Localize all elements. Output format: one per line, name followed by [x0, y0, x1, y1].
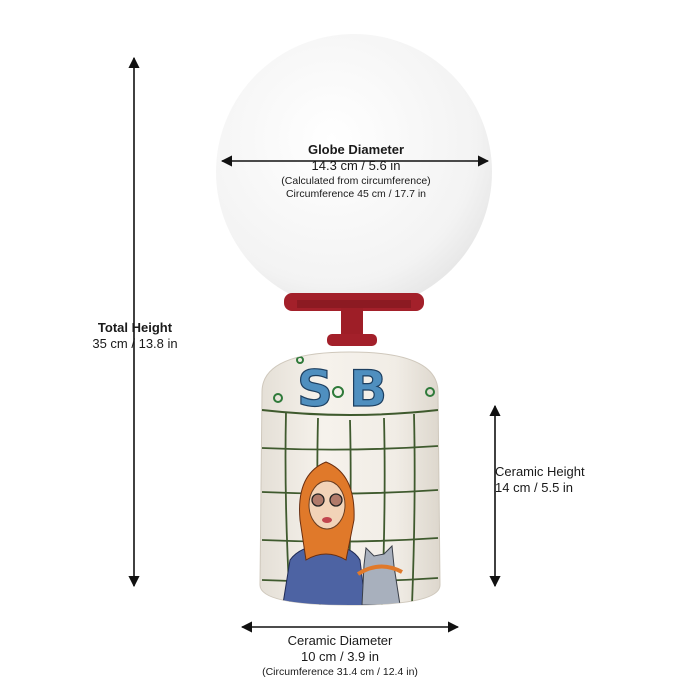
- globe-circumference-note: Circumference 45 cm / 17.7 in: [285, 187, 427, 200]
- globe-diameter-value: 14.3 cm / 5.6 in: [311, 158, 401, 174]
- ceramic-height-title: Ceramic Height: [495, 464, 585, 479]
- face: [308, 480, 346, 530]
- globe-diameter-label: Globe Diameter 14.3 cm / 5.6 in (Calcula…: [240, 142, 472, 201]
- total-height-value: 35 cm / 13.8 in: [92, 336, 178, 352]
- ceramic-diameter-label: Ceramic Diameter 10 cm / 3.9 in (Circumf…: [230, 633, 450, 679]
- globe-diameter-title: Globe Diameter: [307, 142, 405, 157]
- ceramic-diameter-value: 10 cm / 3.9 in: [300, 649, 380, 665]
- dimension-arrows: [128, 56, 501, 633]
- ceramic-circumference-note: (Circumference 31.4 cm / 12.4 in): [262, 665, 418, 678]
- ceramic-base: SB: [259, 351, 441, 606]
- red-fitting: [284, 293, 424, 346]
- ceramic-height-value: 14 cm / 5.5 in: [495, 480, 574, 496]
- ceramic-height-label: Ceramic Height 14 cm / 5.5 in: [495, 464, 605, 497]
- cat: [361, 544, 401, 605]
- total-height-label: Total Height 35 cm / 13.8 in: [70, 320, 200, 353]
- total-height-title: Total Height: [97, 320, 173, 335]
- globe-diameter-calc-note: (Calculated from circumference): [281, 174, 431, 187]
- ceramic-diameter-title: Ceramic Diameter: [287, 633, 393, 648]
- glass-globe: [216, 34, 492, 310]
- base-lettering: SB: [297, 360, 403, 418]
